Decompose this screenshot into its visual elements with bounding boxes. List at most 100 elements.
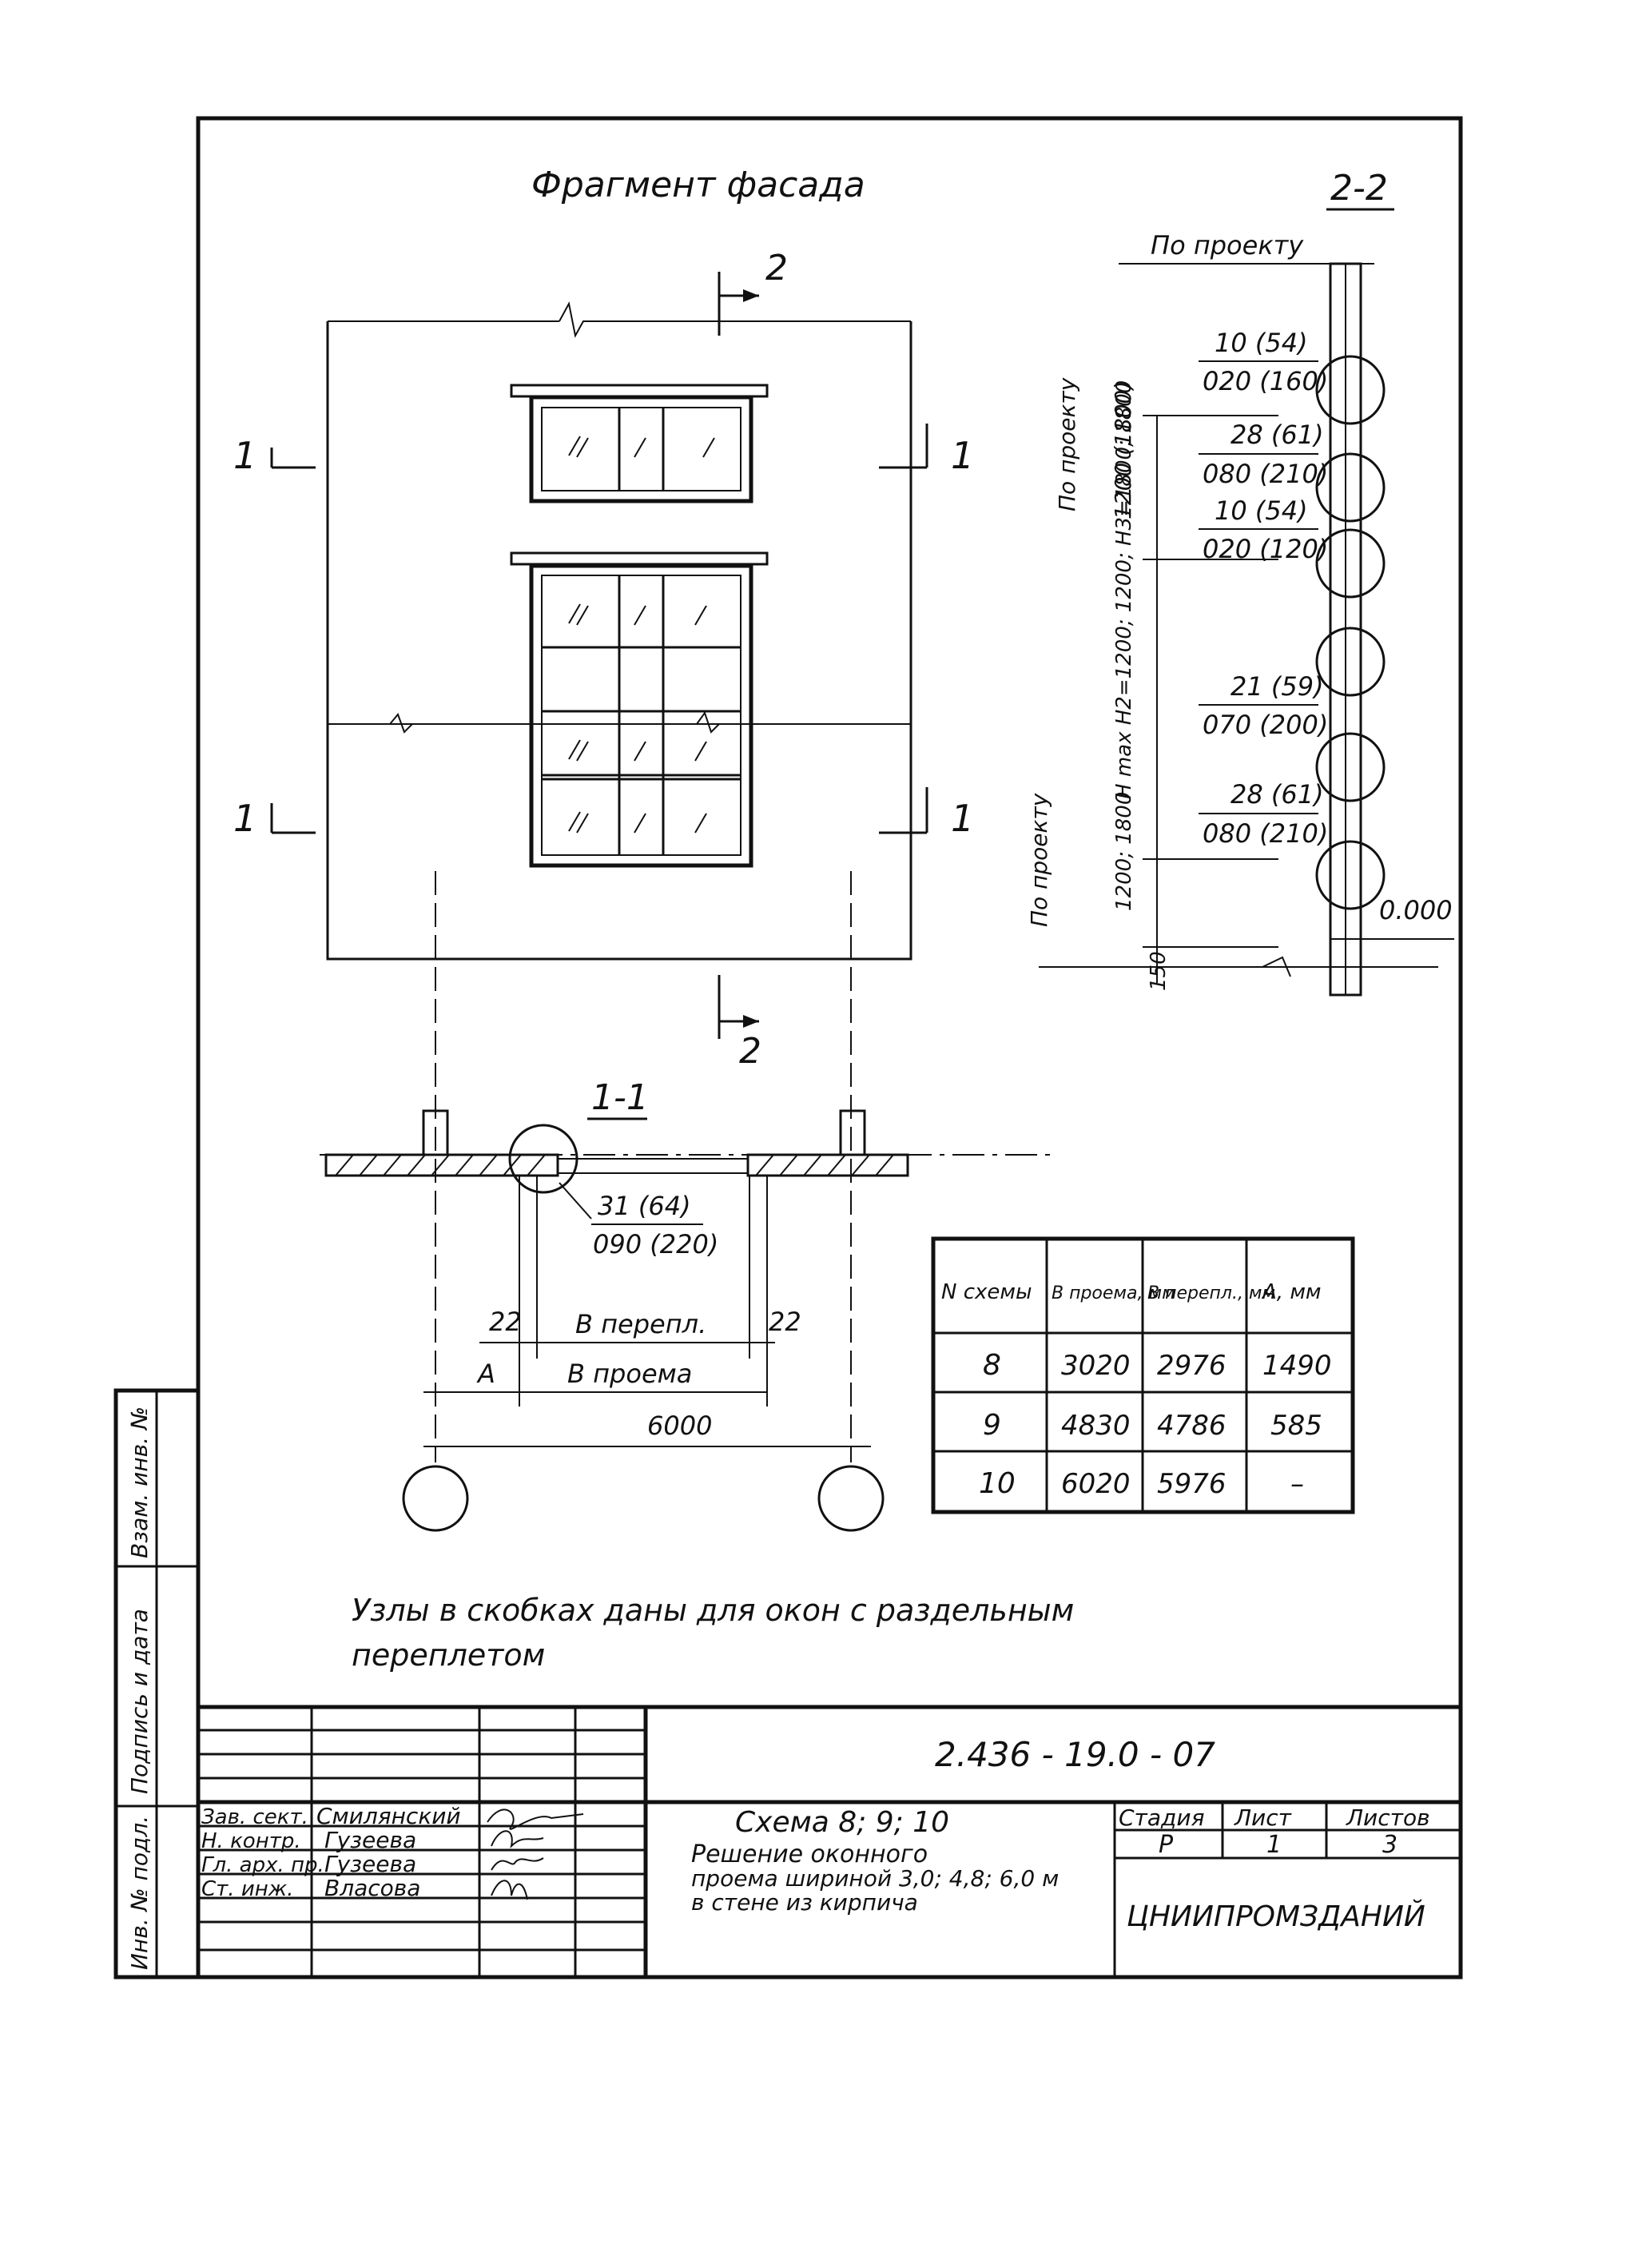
- table-cell: 9: [983, 1409, 1001, 1442]
- cut-2-bottom-label: 2: [739, 1031, 761, 1072]
- node-circle-3: [1315, 528, 1386, 599]
- role-1: Зав. сект.: [201, 1805, 308, 1829]
- svg-text:28 (61): 28 (61): [1231, 420, 1324, 450]
- table-cell: 1490: [1262, 1350, 1332, 1382]
- role-2: Н. контр.: [201, 1829, 301, 1853]
- section-2-2: 2-2 По проекту 10 (54) 020 (160) 28 (61)…: [1026, 168, 1454, 997]
- section-22-title: 2-2: [1330, 168, 1388, 209]
- node-circle-5: [1315, 732, 1386, 802]
- table-cell: 10: [979, 1467, 1016, 1500]
- node-circle-1: [1315, 355, 1386, 425]
- table-header-0: N схемы: [941, 1280, 1032, 1304]
- svg-text:21 (59): 21 (59): [1231, 671, 1324, 702]
- signature-3: [491, 1857, 544, 1871]
- title-line-3: проема шириной 3,0; 4,8; 6,0 м: [691, 1865, 1059, 1892]
- section-1-1: 1-1 31 (64) 090 (220) 22 В перепл. 22 А …: [320, 1077, 1055, 1532]
- stage-label: Стадия: [1119, 1804, 1204, 1831]
- facade-title: Фрагмент фасада: [531, 165, 865, 205]
- side-stamp-field-2: Подпись и дата: [126, 1609, 153, 1794]
- title-line-1: Схема 8; 9; 10: [735, 1806, 949, 1839]
- svg-text:070 (200): 070 (200): [1203, 710, 1328, 740]
- note-line-2: переплетом: [352, 1637, 545, 1673]
- section-11-title: 1-1: [591, 1077, 649, 1118]
- table-cell: 3020: [1061, 1350, 1131, 1382]
- name-4: Власова: [324, 1875, 420, 1901]
- table-cell: 5976: [1157, 1468, 1227, 1500]
- dim-low: 1200; 1800: [1112, 792, 1136, 911]
- node-label-3: 10 (54) 020 (120): [1199, 495, 1328, 564]
- table-cell: –: [1290, 1468, 1304, 1500]
- section-11-node-top: 31 (64): [598, 1191, 691, 1221]
- side-stamp-field-3: Инв. № подл.: [126, 1816, 153, 1970]
- title-line-2: Решение оконного: [691, 1840, 928, 1868]
- role-3: Гл. арх. пр.: [201, 1853, 324, 1877]
- section-22-top-label: По проекту: [1151, 230, 1304, 261]
- table-cell: 2976: [1157, 1350, 1227, 1382]
- stage-value: Р: [1159, 1831, 1174, 1859]
- lower-window: [510, 551, 769, 868]
- note-line-1: Узлы в скобках даны для окон с раздельны…: [352, 1593, 1074, 1628]
- cut-1-left-upper: 1: [233, 434, 256, 477]
- sheet-label: Лист: [1234, 1804, 1292, 1831]
- name-1: Смилянский: [316, 1803, 461, 1829]
- node-circle-6: [1315, 840, 1386, 910]
- node-label-1: 10 (54) 020 (160): [1199, 328, 1328, 396]
- sheet-frame: [196, 116, 1463, 1980]
- signature-2: [491, 1830, 544, 1849]
- svg-text:020 (160): 020 (160): [1203, 366, 1328, 396]
- title-block: 2.436 - 19.0 - 07 Зав. сект. Н. контр. Г…: [198, 1705, 1461, 1977]
- table-cell: 585: [1270, 1410, 1322, 1442]
- section-11-node-circle: [508, 1124, 578, 1194]
- svg-text:10 (54): 10 (54): [1215, 495, 1308, 526]
- dim-total: 6000: [647, 1411, 712, 1441]
- node-label-2: 28 (61) 080 (210): [1199, 420, 1328, 489]
- cut-1-right-upper: 1: [951, 434, 974, 477]
- dim-opening: В проема: [567, 1359, 692, 1389]
- table-cell: 6020: [1061, 1468, 1131, 1500]
- label-left-bottom: По проекту: [1026, 793, 1052, 927]
- schemes-table: N схемы В проема, мм В перепл., мм А, мм…: [931, 1236, 1355, 1514]
- node-label-4: 21 (59) 070 (200): [1199, 671, 1328, 740]
- sheets-label: Листов: [1346, 1804, 1430, 1831]
- role-4: Ст. инж.: [201, 1877, 293, 1901]
- drawing-note: Узлы в скобках даны для окон с раздельны…: [352, 1593, 1074, 1673]
- organization: ЦНИИПРОМЗДАНИЙ: [1127, 1900, 1425, 1933]
- section-11-node-bottom: 090 (220): [593, 1229, 718, 1259]
- level-mark: 0.000: [1379, 895, 1453, 925]
- signature-4: [491, 1880, 528, 1900]
- dim-sash: В перепл.: [575, 1309, 706, 1339]
- svg-text:28 (61): 28 (61): [1231, 779, 1324, 810]
- table-header-3: А, мм: [1261, 1280, 1322, 1304]
- cut-1-left-lower: 1: [233, 797, 256, 840]
- node-circle-2: [1315, 452, 1386, 523]
- dim-22-left: 22: [489, 1307, 522, 1337]
- table-header-2: В перепл., мм: [1147, 1283, 1275, 1303]
- axis-bubble-left: [402, 1465, 469, 1532]
- node-circle-4: [1315, 627, 1386, 697]
- axis-bubble-right: [817, 1465, 885, 1532]
- svg-text:080 (210): 080 (210): [1203, 818, 1328, 849]
- name-3: Гузеева: [324, 1851, 416, 1877]
- side-stamp-field-1: Взам. инв. №: [126, 1407, 153, 1558]
- table-cell: 4786: [1157, 1410, 1227, 1442]
- title-line-4: в стене из кирпича: [691, 1889, 918, 1916]
- dim-a: А: [476, 1359, 495, 1389]
- side-stamp: Взам. инв. № Подпись и дата Инв. № подл.: [113, 1388, 201, 1980]
- signature-1: [487, 1808, 584, 1830]
- node-label-5: 28 (61) 080 (210): [1199, 779, 1328, 849]
- cut-2-top-label: 2: [765, 248, 788, 288]
- facade-fragment: Фрагмент фасада 2 2 1 1 1 1: [233, 165, 974, 1462]
- table-header-1: В проема, мм: [1052, 1283, 1175, 1303]
- label-left-top: По проекту: [1054, 377, 1080, 511]
- sheets-value: 3: [1382, 1831, 1397, 1859]
- dim-upper: 1200 (1800): [1110, 381, 1136, 519]
- dim-bottom: 150: [1147, 951, 1171, 991]
- dim-mid: Н max Н2=1200; 1200; Н3=1800; 1800: [1112, 380, 1136, 799]
- dim-22-right: 22: [769, 1307, 801, 1337]
- table-cell: 8: [983, 1349, 1001, 1382]
- table-cell: 4830: [1061, 1410, 1131, 1442]
- upper-window: [510, 384, 769, 503]
- svg-text:10 (54): 10 (54): [1215, 328, 1308, 358]
